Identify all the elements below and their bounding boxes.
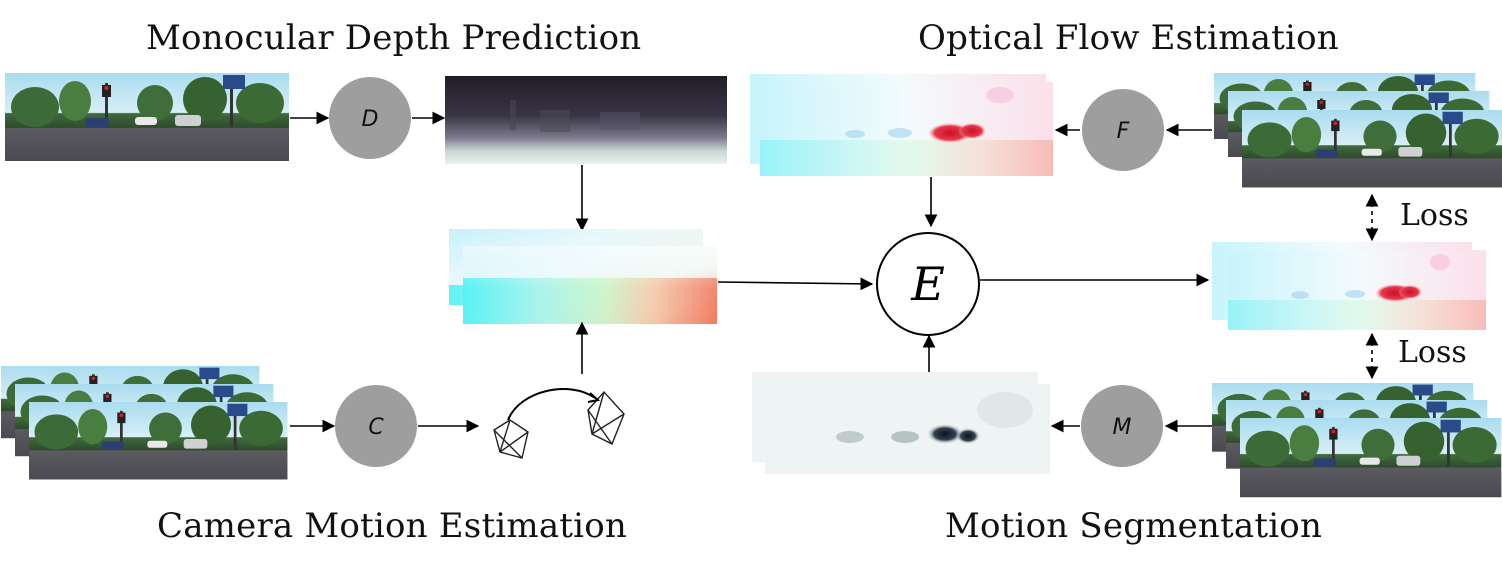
input-frames-seg bbox=[1212, 383, 1502, 498]
camera-pose-icon bbox=[493, 388, 625, 459]
title-segmentation: Motion Segmentation bbox=[945, 506, 1323, 546]
optical-flow-image-stack bbox=[750, 74, 1053, 176]
node-label-m: M bbox=[1113, 415, 1132, 440]
input-frames-camera bbox=[1, 366, 288, 480]
title-flow: Optical Flow Estimation bbox=[918, 18, 1339, 58]
node-label-d: D bbox=[362, 107, 379, 132]
node-label-c: C bbox=[368, 415, 384, 440]
arrow-rigidflow-to-e bbox=[717, 277, 874, 291]
title-depth: Monocular Depth Prediction bbox=[146, 18, 642, 58]
camera-network-node bbox=[335, 385, 417, 467]
input-frames-flow bbox=[1214, 73, 1502, 188]
motion-segmentation-image-stack bbox=[752, 372, 1050, 474]
node-label-e: E bbox=[910, 257, 945, 311]
depth-network-node bbox=[329, 77, 411, 159]
seg-network-node bbox=[1081, 385, 1163, 467]
flow-network-node bbox=[1082, 89, 1164, 171]
estimator-node bbox=[876, 232, 980, 336]
loss-label-seg: Loss bbox=[1398, 335, 1467, 370]
output-flow-image-stack bbox=[1212, 242, 1486, 330]
title-camera: Camera Motion Estimation bbox=[157, 506, 627, 546]
rigid-flow-image-stack bbox=[449, 229, 717, 324]
loss-label-flow: Loss bbox=[1400, 198, 1469, 233]
node-label-f: F bbox=[1117, 119, 1130, 144]
depth-map-image bbox=[445, 76, 727, 164]
input-frame-depth bbox=[5, 73, 289, 161]
